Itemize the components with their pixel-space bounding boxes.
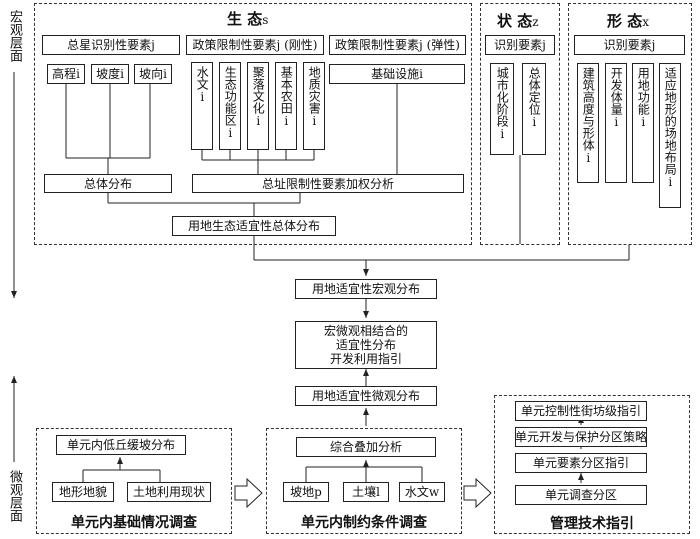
mgmt-element-zoning: 单元要素分区指引 (515, 453, 647, 473)
constraint-survey-caption: 单元内制约条件调查 (301, 515, 427, 531)
ecology-item-farmland: 基本农田i (275, 62, 297, 150)
basic-terrain: 地形地貌 (52, 482, 114, 502)
form-title: 形 态x (607, 10, 649, 31)
micro-distribution: 用地适宜性微观分布 (295, 386, 437, 406)
ecology-item-slope: 坡度i (91, 64, 129, 84)
form-item-building: 建筑高度与形体i (577, 63, 599, 183)
ecology-title-text: 生 态 (227, 10, 263, 28)
status-item-urbanization: 城市化阶段i (490, 63, 514, 155)
form-item-site-layout: 适应地形的场地布局i (659, 63, 681, 208)
status-title: 状 态z (497, 10, 539, 31)
macro-level-label: 宏观层面 (7, 10, 22, 62)
management-panel (494, 395, 690, 534)
form-item-building-text: 建筑高度与形体i (581, 67, 596, 165)
form-item-volume-text: 开发体量i (609, 67, 624, 129)
status-title-text: 状 态 (497, 12, 533, 30)
ecology-item-settlement: 聚落文化i (247, 62, 269, 150)
form-item-land-use-text: 用地功能i (636, 67, 651, 129)
ecology-panel (34, 3, 472, 245)
mgmt-zone-strategy: 单元开发与保护分区策略 (515, 427, 647, 447)
management-caption: 管理技术指引 (550, 516, 634, 532)
basic-survey-panel (36, 428, 232, 534)
ecology-item-farmland-text: 基本农田i (279, 66, 294, 128)
form-item-volume: 开发体量i (605, 63, 627, 183)
constraint-overlay-analysis: 综合叠加分析 (296, 437, 436, 457)
status-item-positioning-text: 总体定位i (527, 67, 542, 129)
mgmt-survey-zoning: 单元调查分区 (515, 485, 647, 505)
form-item-site-layout-text: 适应地形的场地布局i (663, 67, 678, 189)
mgmt-block-guide: 单元控制性街坊级指引 (515, 401, 647, 421)
status-item-positioning: 总体定位i (522, 63, 546, 155)
macro-distribution: 用地适宜性宏观分布 (295, 279, 437, 299)
ecology-item-hazard-text: 地质灾害i (307, 66, 322, 128)
constraint-soil: 土壤l (343, 482, 389, 502)
ecology-item-hydrology: 水文i (191, 62, 213, 150)
ecology-group-1: 总星识别性要素j (42, 35, 180, 55)
basic-gentle-slope: 单元内低丘缓坡分布 (56, 435, 186, 455)
constraint-survey-panel (266, 428, 462, 534)
constraint-hydrology: 水文w (399, 482, 445, 502)
ecology-group-2: 政策限制性要素j (刚性) (186, 35, 324, 55)
ecology-item-infrastructure: 基础设施i (329, 64, 465, 84)
ecology-title-sub: s (262, 13, 269, 27)
macro-micro-guide: 宏微观相结合的 适宜性分布 开发利用指引 (295, 321, 437, 369)
micro-level-label: 微观层面 (7, 470, 22, 522)
form-title-text: 形 态 (607, 12, 643, 30)
status-panel (480, 3, 560, 245)
form-panel (568, 3, 692, 245)
form-title-sub: x (642, 15, 650, 29)
ecology-item-settlement-text: 聚落文化i (251, 66, 266, 128)
ecology-item-eco-zone: 生态功能区i (219, 62, 241, 150)
basic-survey-caption: 单元内基础情况调查 (71, 515, 197, 531)
ecology-weighted-analysis: 总址限制性要素加权分析 (192, 174, 464, 193)
basic-land-use: 土地利用现状 (127, 482, 211, 502)
status-item-urbanization-text: 城市化阶段i (495, 67, 510, 141)
ecology-item-hydrology-text: 水文i (195, 66, 210, 104)
ecology-item-eco-zone-text: 生态功能区i (223, 66, 238, 140)
ecology-overall-distribution: 总体分布 (44, 174, 172, 193)
ecology-item-hazard: 地质灾害i (303, 62, 325, 150)
ecology-title: 生 态s (227, 8, 268, 29)
ecology-item-elevation: 高程i (47, 64, 85, 84)
ecology-group-3: 政策限制性要素j (弹性) (329, 35, 466, 55)
form-group: 识别要素j (574, 35, 685, 55)
constraint-slope: 坡地p (283, 482, 329, 502)
form-item-land-use: 用地功能i (632, 63, 654, 183)
ecology-item-aspect: 坡向i (134, 64, 172, 84)
status-title-sub: z (532, 15, 539, 29)
ecology-suitability-result: 用地生态适宜性总体分布 (172, 216, 336, 236)
status-group: 识别要素j (485, 35, 555, 55)
